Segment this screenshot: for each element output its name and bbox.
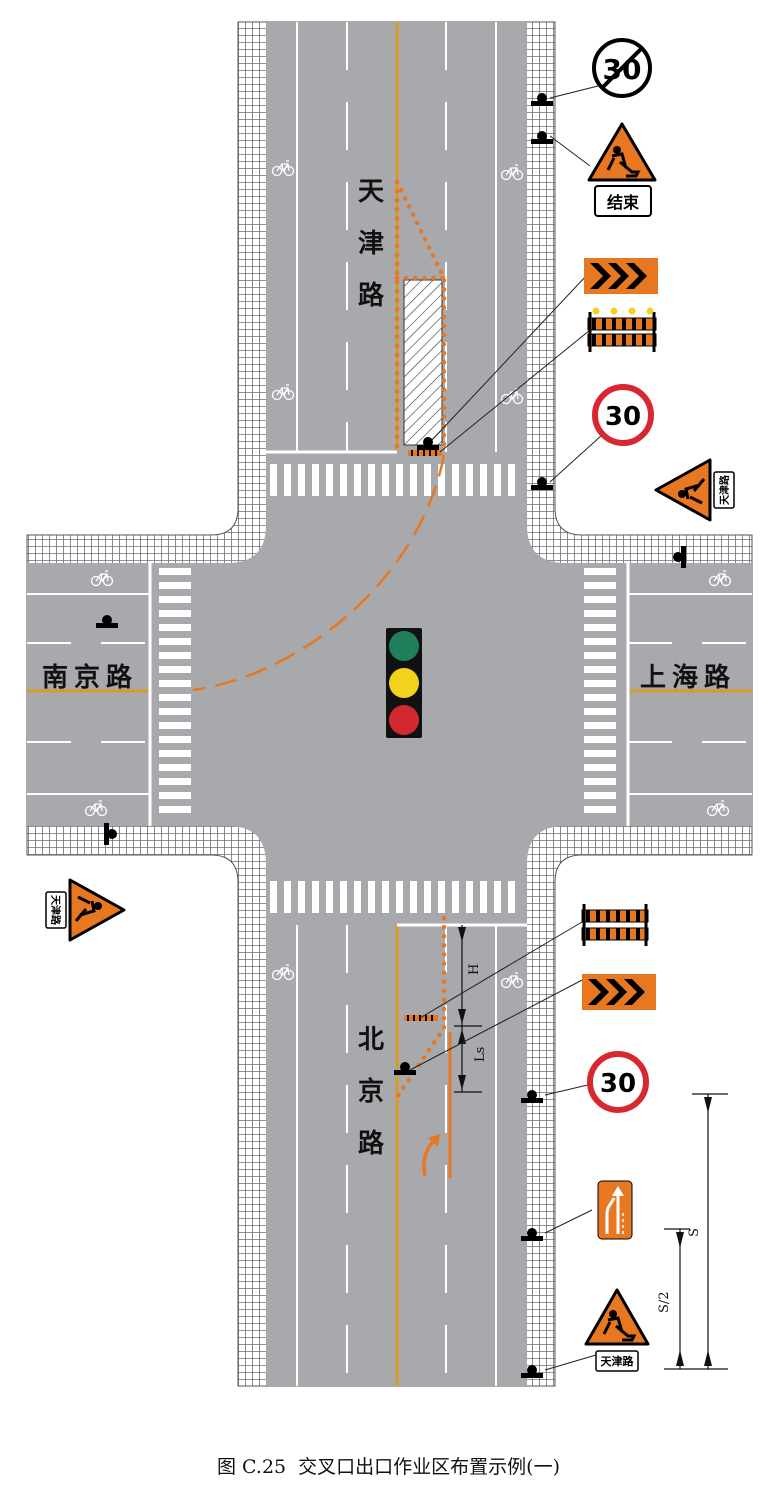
road-name-char: 天 — [358, 177, 384, 207]
speed-limit-value-south: 30 — [600, 1069, 636, 1099]
s-half-label: S/2 — [657, 1291, 672, 1313]
road-plate-west: 天津路 — [49, 895, 62, 926]
ls-label: Ls — [473, 1047, 488, 1062]
lane-merge-sign — [597, 1180, 633, 1240]
s-dimension — [664, 1093, 728, 1370]
svg-text:天津路: 天津路 — [358, 177, 385, 311]
west-road-name: 南京路 — [42, 662, 138, 693]
speed-limit-value-north: 30 — [605, 402, 641, 432]
h-ls-dimension — [454, 925, 482, 1093]
road-name-char: 路 — [358, 1128, 385, 1159]
chevron-sign-south — [582, 974, 656, 1010]
s-label: S — [687, 1228, 702, 1237]
east-road-name: 上海路 — [640, 662, 736, 693]
end-speed-limit-value: 30 — [603, 53, 642, 86]
work-sign-west: 天津路 — [45, 878, 126, 942]
road-name-char: 北 — [358, 1025, 384, 1055]
work-end-sign: 结束 — [587, 122, 657, 217]
barricade-north — [587, 307, 657, 352]
chevron-sign-north — [584, 258, 658, 294]
end-speed-limit-sign: 30 — [592, 38, 652, 98]
road-plate-east: 天津路 — [718, 474, 731, 505]
road-name-char: 津 — [358, 229, 384, 259]
work-sign-south: 天津路 — [584, 1288, 650, 1372]
road-name-char: 京 — [358, 1076, 384, 1107]
north-road-name: 天津路 — [358, 177, 385, 311]
traffic-light — [386, 628, 422, 738]
speed-limit-sign-south: 30 — [587, 1051, 649, 1113]
figure-number: 图 C.25 — [217, 1456, 287, 1478]
work-sign-east: 天津路 — [654, 458, 735, 522]
speed-limit-sign-north: 30 — [592, 384, 654, 446]
road-name-char: 路 — [358, 280, 385, 311]
east-crosswalk — [584, 568, 616, 813]
south-work-zone — [394, 915, 452, 1178]
svg-text:北京路: 北京路 — [358, 1025, 385, 1159]
figure-caption: 图 C.25 交叉口出口作业区布置示例(一) — [0, 1452, 783, 1479]
west-crosswalk — [159, 568, 191, 813]
leader-lines — [409, 85, 603, 1371]
north-crosswalk — [270, 464, 515, 496]
figure-title: 交叉口出口作业区布置示例(一) — [298, 1456, 560, 1478]
h-label: H — [467, 964, 482, 975]
barricade-south — [581, 904, 649, 946]
road-plate-south: 天津路 — [601, 1354, 635, 1368]
south-lane-markings — [271, 923, 527, 1386]
east-lane-markings — [626, 563, 752, 826]
south-crosswalk — [270, 881, 515, 913]
work-end-label: 结束 — [606, 193, 640, 212]
north-work-zone — [192, 179, 447, 692]
west-lane-markings — [27, 563, 152, 826]
south-road-name: 北京路 — [358, 1025, 385, 1159]
